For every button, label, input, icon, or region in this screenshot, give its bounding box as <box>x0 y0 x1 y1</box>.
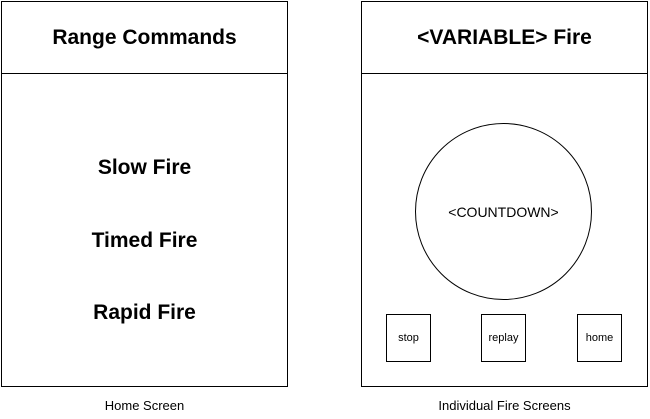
fire-screen-mockup: <VARIABLE> Fire <COUNTDOWN> stop replay … <box>361 1 648 387</box>
home-screen-caption: Home Screen <box>104 398 185 413</box>
menu-item-timed-fire[interactable]: Timed Fire <box>91 229 198 252</box>
home-screen-mockup: Range Commands Slow Fire Timed Fire Rapi… <box>1 1 288 387</box>
menu-item-rapid-fire[interactable]: Rapid Fire <box>93 301 196 324</box>
fire-screen-title: <VARIABLE> Fire <box>362 2 647 74</box>
replay-button[interactable]: replay <box>481 314 526 362</box>
countdown-circle: <COUNTDOWN> <box>415 123 592 300</box>
fire-screen-caption: Individual Fire Screens <box>438 398 571 413</box>
home-button[interactable]: home <box>577 314 622 362</box>
countdown-label: <COUNTDOWN> <box>448 203 559 220</box>
stop-button[interactable]: stop <box>386 314 431 362</box>
home-screen-title: Range Commands <box>2 2 287 74</box>
menu-item-slow-fire[interactable]: Slow Fire <box>97 156 192 179</box>
